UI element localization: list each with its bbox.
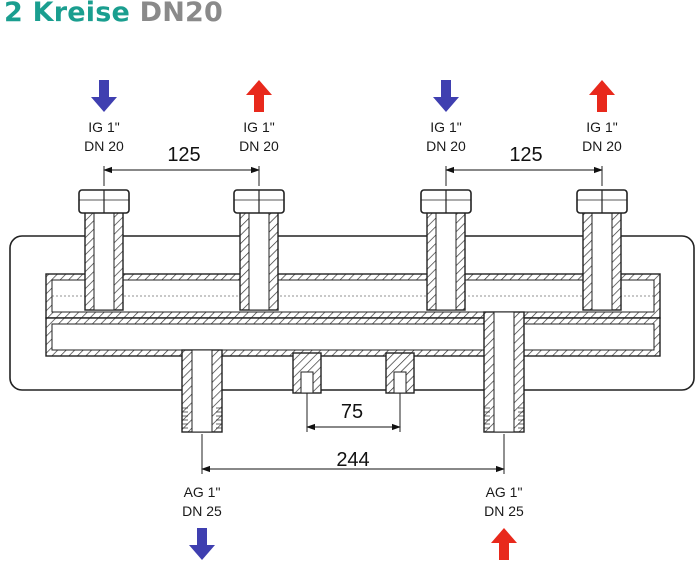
port-thread: AG 1" — [184, 484, 221, 500]
flow-in-arrow-icon — [189, 528, 215, 560]
port-label-bottom-1: AG 1" DN 25 — [182, 484, 222, 519]
dimension-244: 244 — [201, 434, 505, 474]
title-circuits: 2 Kreise — [4, 0, 130, 28]
port-size: DN 20 — [582, 138, 622, 154]
bottom-connector-2 — [483, 311, 525, 433]
port-thread: IG 1" — [430, 119, 461, 135]
port-thread: IG 1" — [88, 119, 119, 135]
port-size: DN 20 — [239, 138, 279, 154]
flow-in-arrow-icon — [433, 80, 459, 112]
upper-chamber — [45, 273, 661, 319]
port-thread: IG 1" — [586, 119, 617, 135]
lower-chamber — [45, 317, 661, 357]
top-connector-3 — [420, 189, 472, 311]
flow-out-arrow-icon — [589, 80, 615, 112]
port-label-bottom-2: AG 1" DN 25 — [484, 484, 524, 519]
dimension-125-right: 125 — [445, 144, 603, 186]
dimension-label-125-left: 125 — [167, 144, 200, 166]
top-connector-1 — [78, 189, 130, 311]
port-label-top-1: IG 1" DN 20 — [84, 119, 124, 154]
bottom-connectors — [181, 311, 525, 433]
port-label-top-2: IG 1" DN 20 — [239, 119, 279, 154]
port-label-top-3: IG 1" DN 20 — [426, 119, 466, 154]
flow-arrows — [91, 80, 615, 560]
port-label-top-4: IG 1" DN 20 — [582, 119, 622, 154]
dimension-75: 75 — [306, 393, 401, 432]
flow-out-arrow-icon — [491, 528, 517, 560]
top-connectors — [78, 189, 628, 311]
port-thread: IG 1" — [243, 119, 274, 135]
bottom-connector-1 — [181, 349, 223, 433]
port-size: DN 20 — [84, 138, 124, 154]
dimension-125-left: 125 — [103, 144, 260, 186]
port-thread: AG 1" — [486, 484, 523, 500]
port-size: DN 25 — [182, 503, 222, 519]
port-size: DN 20 — [426, 138, 466, 154]
port-size: DN 25 — [484, 503, 524, 519]
sensor-sleeve-right — [385, 352, 415, 394]
top-connector-4 — [576, 189, 628, 311]
dimension-label-125-right: 125 — [509, 144, 542, 166]
title-nominal-size: DN20 — [139, 0, 223, 28]
top-connector-2 — [233, 189, 285, 311]
dimension-label-75: 75 — [341, 401, 363, 423]
dimension-label-244: 244 — [336, 449, 369, 471]
flow-in-arrow-icon — [91, 80, 117, 112]
page-title: 2 Kreise DN20 — [4, 0, 223, 28]
sensor-sleeve-left — [292, 352, 322, 394]
flow-out-arrow-icon — [246, 80, 272, 112]
